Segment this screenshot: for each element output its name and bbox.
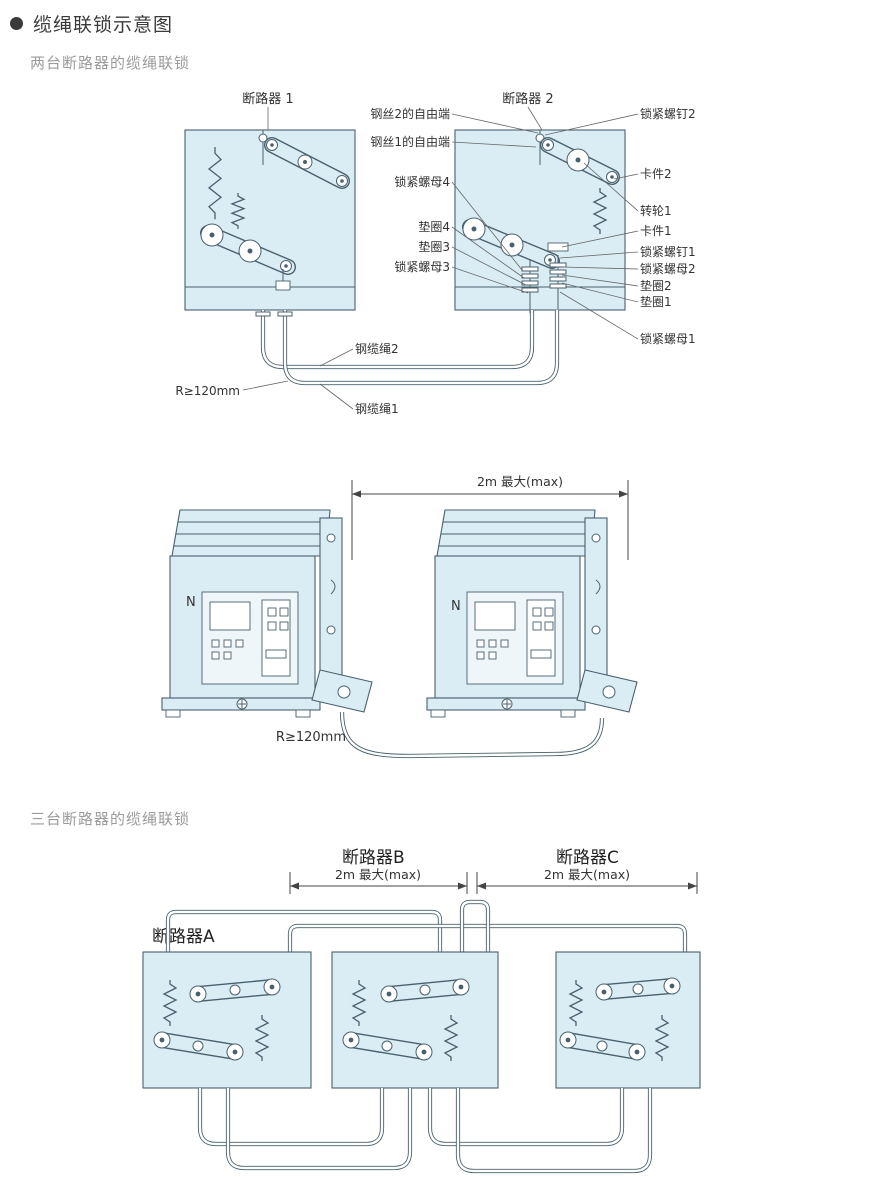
dimension-b: 2m 最大(max) bbox=[289, 867, 468, 894]
dimension-label: 2m 最大(max) bbox=[335, 867, 421, 882]
dimension-c: 2m 最大(max) bbox=[476, 867, 698, 894]
right-labels: 锁紧螺钉2 卡件2 转轮1 卡件1 锁紧螺钉1 锁紧螺母2 垫圈2 垫圈1 锁紧… bbox=[544, 106, 696, 346]
dimension-2m: 2m 最大(max) bbox=[351, 474, 629, 560]
panel-c bbox=[555, 951, 701, 1089]
callout-label: 钢丝1的自由端 bbox=[370, 134, 450, 149]
breaker2-mechanism bbox=[462, 130, 620, 314]
connecting-cable bbox=[339, 711, 605, 759]
callout-label: 垫圈1 bbox=[640, 294, 672, 309]
n-label-left: N bbox=[186, 595, 196, 610]
breaker-unit-right: N bbox=[426, 509, 638, 718]
section-subtitle-two-breakers: 两台断路器的缆绳联锁 bbox=[30, 54, 191, 72]
breaker2-label: 断路器 2 bbox=[502, 91, 553, 107]
cable1-label: 钢缆绳1 bbox=[355, 402, 399, 416]
breaker1-label: 断路器 1 bbox=[242, 91, 293, 107]
callout-label: 锁紧螺钉1 bbox=[640, 244, 696, 259]
callout-label: 锁紧螺母1 bbox=[640, 331, 696, 346]
dimension-label: 2m 最大(max) bbox=[477, 474, 563, 489]
breaker-a-label: 断路器A bbox=[152, 927, 215, 947]
mid-labels: 钢丝2的自由端 钢丝1的自由端 锁紧螺母4 垫圈4 垫圈3 锁紧螺母3 bbox=[370, 106, 539, 294]
callout-label: 卡件2 bbox=[640, 167, 672, 181]
callout-label: 垫圈2 bbox=[640, 278, 672, 293]
page-header: 缆绳联锁示意图 bbox=[10, 10, 173, 37]
page-title: 缆绳联锁示意图 bbox=[33, 14, 174, 36]
panel-a bbox=[142, 951, 312, 1089]
callout-label: 钢丝2的自由端 bbox=[370, 106, 450, 121]
breaker-unit-left: N bbox=[161, 509, 373, 718]
callout-label: 垫圈3 bbox=[418, 239, 450, 254]
diagram-two-breakers-layout: 2m 最大(max) bbox=[161, 474, 638, 759]
panel-b-mechanism bbox=[342, 978, 470, 1062]
breaker-c-label: 断路器C bbox=[556, 848, 619, 868]
section-subtitle-three-breakers: 三台断路器的缆绳联锁 bbox=[30, 810, 191, 828]
callout-label: 锁紧螺母4 bbox=[394, 174, 450, 189]
dimension-label: 2m 最大(max) bbox=[544, 867, 630, 882]
radius-label: R≥120mm bbox=[276, 730, 346, 745]
cable2-label: 钢缆绳2 bbox=[355, 342, 399, 356]
radius-label: R≥120mm bbox=[175, 384, 240, 398]
callout-label: 锁紧螺钉2 bbox=[640, 106, 696, 121]
callout-label: 卡件1 bbox=[640, 224, 672, 238]
breaker1-box bbox=[184, 129, 356, 311]
bullet-icon bbox=[10, 17, 23, 30]
panel-c-mechanism bbox=[559, 977, 681, 1062]
callout-label: 垫圈4 bbox=[418, 219, 450, 234]
panel-b bbox=[331, 951, 499, 1089]
breaker1-mechanism bbox=[200, 130, 350, 291]
diagram-three-breakers: 断路器B 断路器C 断路器A 2m 最大(max) 2m 最大(max) bbox=[142, 848, 701, 1174]
n-label-right: N bbox=[451, 599, 461, 614]
callout-label: 转轮1 bbox=[640, 203, 672, 218]
top-cables bbox=[165, 899, 688, 1005]
breaker-b-label: 断路器B bbox=[342, 848, 405, 868]
callout-label: 锁紧螺母2 bbox=[640, 261, 696, 276]
panel-a-mechanism bbox=[153, 978, 281, 1062]
callout-label: 锁紧螺母3 bbox=[394, 259, 450, 274]
bottom-cables bbox=[197, 1088, 653, 1174]
diagram-two-breakers-mechanism: 断路器 1 断路器 2 钢丝2的自由端 钢丝1的自由端 锁紧螺母4 垫圈4 垫圈… bbox=[175, 91, 696, 416]
steel-cables bbox=[255, 310, 560, 386]
